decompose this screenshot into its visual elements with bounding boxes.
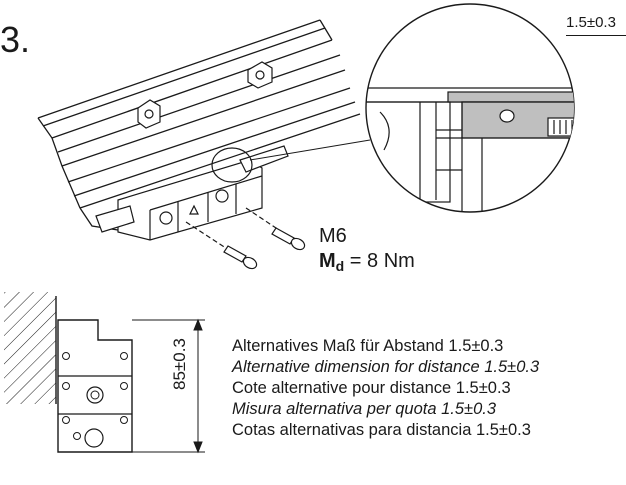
note-german: Alternatives Maß für Abstand 1.5±0.3 xyxy=(232,337,504,355)
note-spanish: Cotas alternativas para distancia 1.5±0.… xyxy=(232,421,531,439)
gap-dimension-underline xyxy=(566,35,626,36)
step-number: 3. xyxy=(0,19,31,60)
vertical-dimension xyxy=(132,318,205,454)
scale-rail xyxy=(37,19,361,231)
mounting-screws xyxy=(185,207,306,270)
alternative-dimension-notes: Alternatives Maß für Abstand 1.5±0.3 Alt… xyxy=(232,336,539,441)
torque-symbol: M xyxy=(319,250,336,272)
detail-callout xyxy=(211,3,575,213)
screw-size-label: M6 xyxy=(319,225,347,247)
top-mounting-lugs xyxy=(137,61,273,129)
side-view xyxy=(4,292,133,453)
torque-subscript: d xyxy=(335,258,345,274)
note-french: Cote alternative pour distance 1.5±0.3 xyxy=(232,379,511,397)
torque-label: Md = 8 Nm xyxy=(319,250,415,274)
note-italian: Misura alternativa per quota 1.5±0.3 xyxy=(232,400,497,418)
torque-value: = 8 Nm xyxy=(344,250,415,272)
gap-dimension-label: 1.5±0.3 xyxy=(566,14,616,31)
note-english: Alternative dimension for distance 1.5±0… xyxy=(232,358,540,376)
height-dimension-label: 85±0.3 xyxy=(170,338,189,390)
